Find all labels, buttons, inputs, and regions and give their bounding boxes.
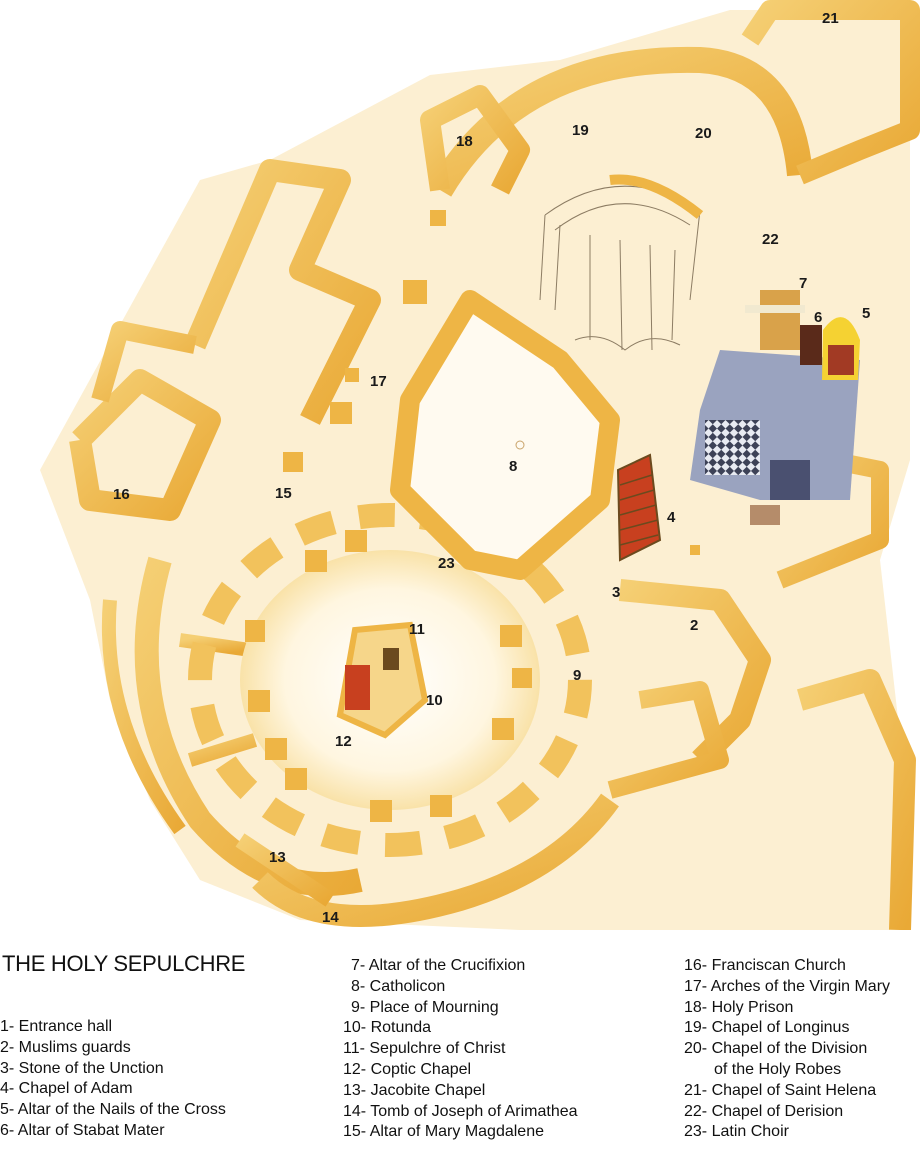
legend-item: 6- Altar of Stabat Mater [0,1121,165,1139]
label-18: 18 [456,133,473,150]
legend-column-3: 16- Franciscan Church 17- Arches of the … [684,956,890,1143]
legend-item: 16- Franciscan Church [684,957,846,974]
label-14: 14 [322,909,339,926]
edicule [336,621,429,739]
legend-item: 5- Altar of the Nails of the Cross [0,1101,226,1119]
label-8: 8 [509,458,517,475]
map-title: THE HOLY SEPULCHRE [2,951,246,976]
floor-plan: 1 2 3 4 5 6 7 8 9 10 11 12 13 14 15 16 1… [40,0,920,930]
legend-item: 23- Latin Choir [684,1123,789,1141]
legend-item: 19- Chapel of Longinus [684,1019,850,1037]
legend-item: 8- Catholicon [351,977,446,995]
legend-item: 1- Entrance hall [0,1018,113,1035]
label-12: 12 [335,733,352,750]
label-4: 4 [667,509,676,526]
legend-item: 13- Jacobite Chapel [343,1081,486,1099]
label-5: 5 [862,305,870,322]
label-16: 16 [113,486,130,503]
label-10: 10 [426,692,443,709]
piers [283,210,700,555]
legend-item: 10- Rotunda [343,1019,432,1037]
legend-item: 14- Tomb of Joseph of Arimathea [343,1102,578,1120]
legend-item: 2- Muslims guards [0,1038,131,1056]
label-3: 3 [612,584,620,601]
label-7: 7 [799,275,807,292]
legend-item: 11- Sepulchre of Christ [343,1040,506,1058]
legend-item: 21- Chapel of Saint Helena [684,1081,877,1099]
label-11: 11 [409,621,425,638]
label-22: 22 [762,231,779,248]
outer-walls [69,0,920,930]
legend-item: 3- Stone of the Unction [0,1059,164,1077]
legend-column-1: 1- Entrance hall 2- Muslims guards 3- St… [0,1017,226,1142]
legend-item: 18- Holy Prison [684,998,794,1016]
chapel-of-adam-stair [616,453,662,562]
label-15: 15 [275,485,292,502]
legend-column-2: 7- Altar of the Crucifixion 8- Catholico… [343,956,578,1143]
legend-item: 7- Altar of the Crucifixion [351,957,526,974]
label-19: 19 [572,122,589,139]
legend-item: 12- Coptic Chapel [343,1060,472,1078]
catholicon [390,290,620,580]
golgotha-chapels [690,290,860,525]
legend-item: 22- Chapel of Derision [684,1102,844,1120]
apse-line-drawing [539,174,704,351]
label-9: 9 [573,667,581,684]
label-20: 20 [695,125,712,142]
legend-item: 9- Place of Mourning [351,998,499,1016]
label-17: 17 [370,373,387,390]
legend-item: 20- Chapel of the Division [684,1040,868,1058]
legend-item: of the Holy Robes [714,1060,842,1078]
label-23: 23 [438,555,455,572]
label-2: 2 [690,617,698,634]
legend-item: 4- Chapel of Adam [0,1080,133,1098]
legend-item: 17- Arches of the Virgin Mary [684,977,891,995]
map-number-labels: 1 2 3 4 5 6 7 8 9 10 11 12 13 14 15 16 1… [113,10,870,926]
legend-item: 15- Altar of Mary Magdalene [343,1123,544,1141]
label-13: 13 [269,849,286,866]
label-6: 6 [814,309,822,326]
label-21: 21 [822,10,839,27]
